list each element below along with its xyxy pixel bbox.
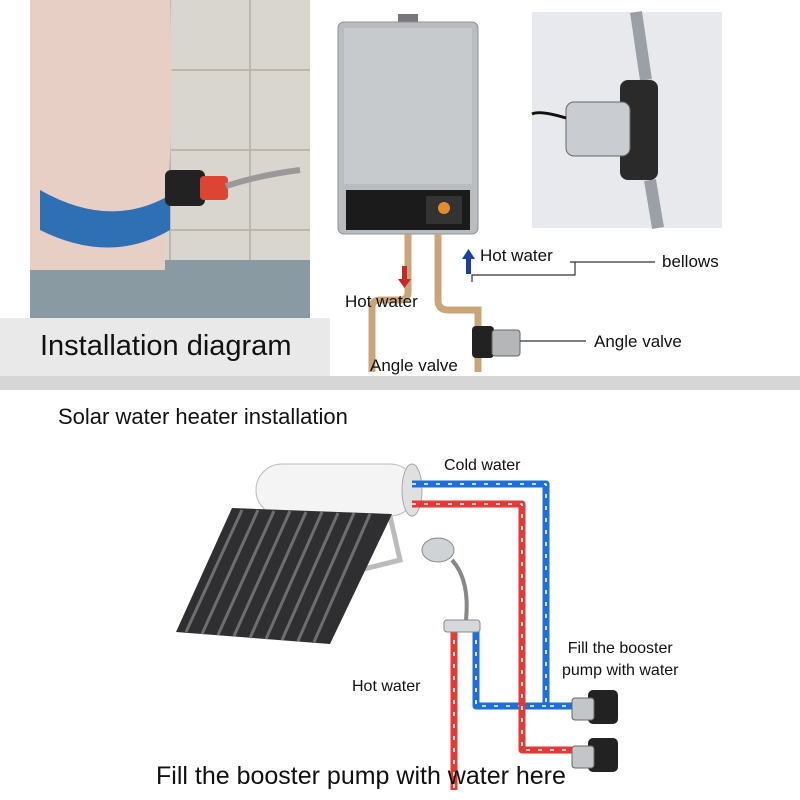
hot-water-down-arrow: [398, 266, 411, 288]
booster-pump-icon: [571, 690, 618, 772]
solar-heater-icon: [176, 463, 423, 644]
label-bellows: bellows: [662, 252, 719, 271]
water-heater-icon: [337, 14, 482, 372]
booster-pump-icon: [472, 326, 521, 358]
shower-head-icon: [421, 537, 481, 633]
bellows-leader: [471, 261, 576, 282]
installation-photo: [30, 0, 310, 318]
label-hot-water: Hot water: [352, 678, 421, 695]
label-angle-valve-right: Angle valve: [594, 332, 682, 351]
label-hot-water-out: Hot water: [480, 246, 553, 265]
label-fill-here: Fill the booster pump with water here: [156, 762, 566, 790]
label-hot-water-in: Hot water: [345, 292, 418, 311]
label-cold-water: Cold water: [444, 457, 521, 474]
label-fill-pump: Fill the booster pump with water: [562, 640, 679, 679]
caption-band: [0, 318, 330, 376]
label-angle-valve-bottom: Angle valve: [370, 356, 458, 375]
panel-divider: [0, 376, 800, 390]
pump-closeup-photo: [531, 11, 722, 229]
installation-diagram-caption: Installation diagram: [40, 330, 292, 362]
solar-installation-title: Solar water heater installation: [58, 404, 348, 429]
hot-water-pipe: [412, 500, 598, 790]
hot-water-up-arrow: [462, 249, 475, 274]
